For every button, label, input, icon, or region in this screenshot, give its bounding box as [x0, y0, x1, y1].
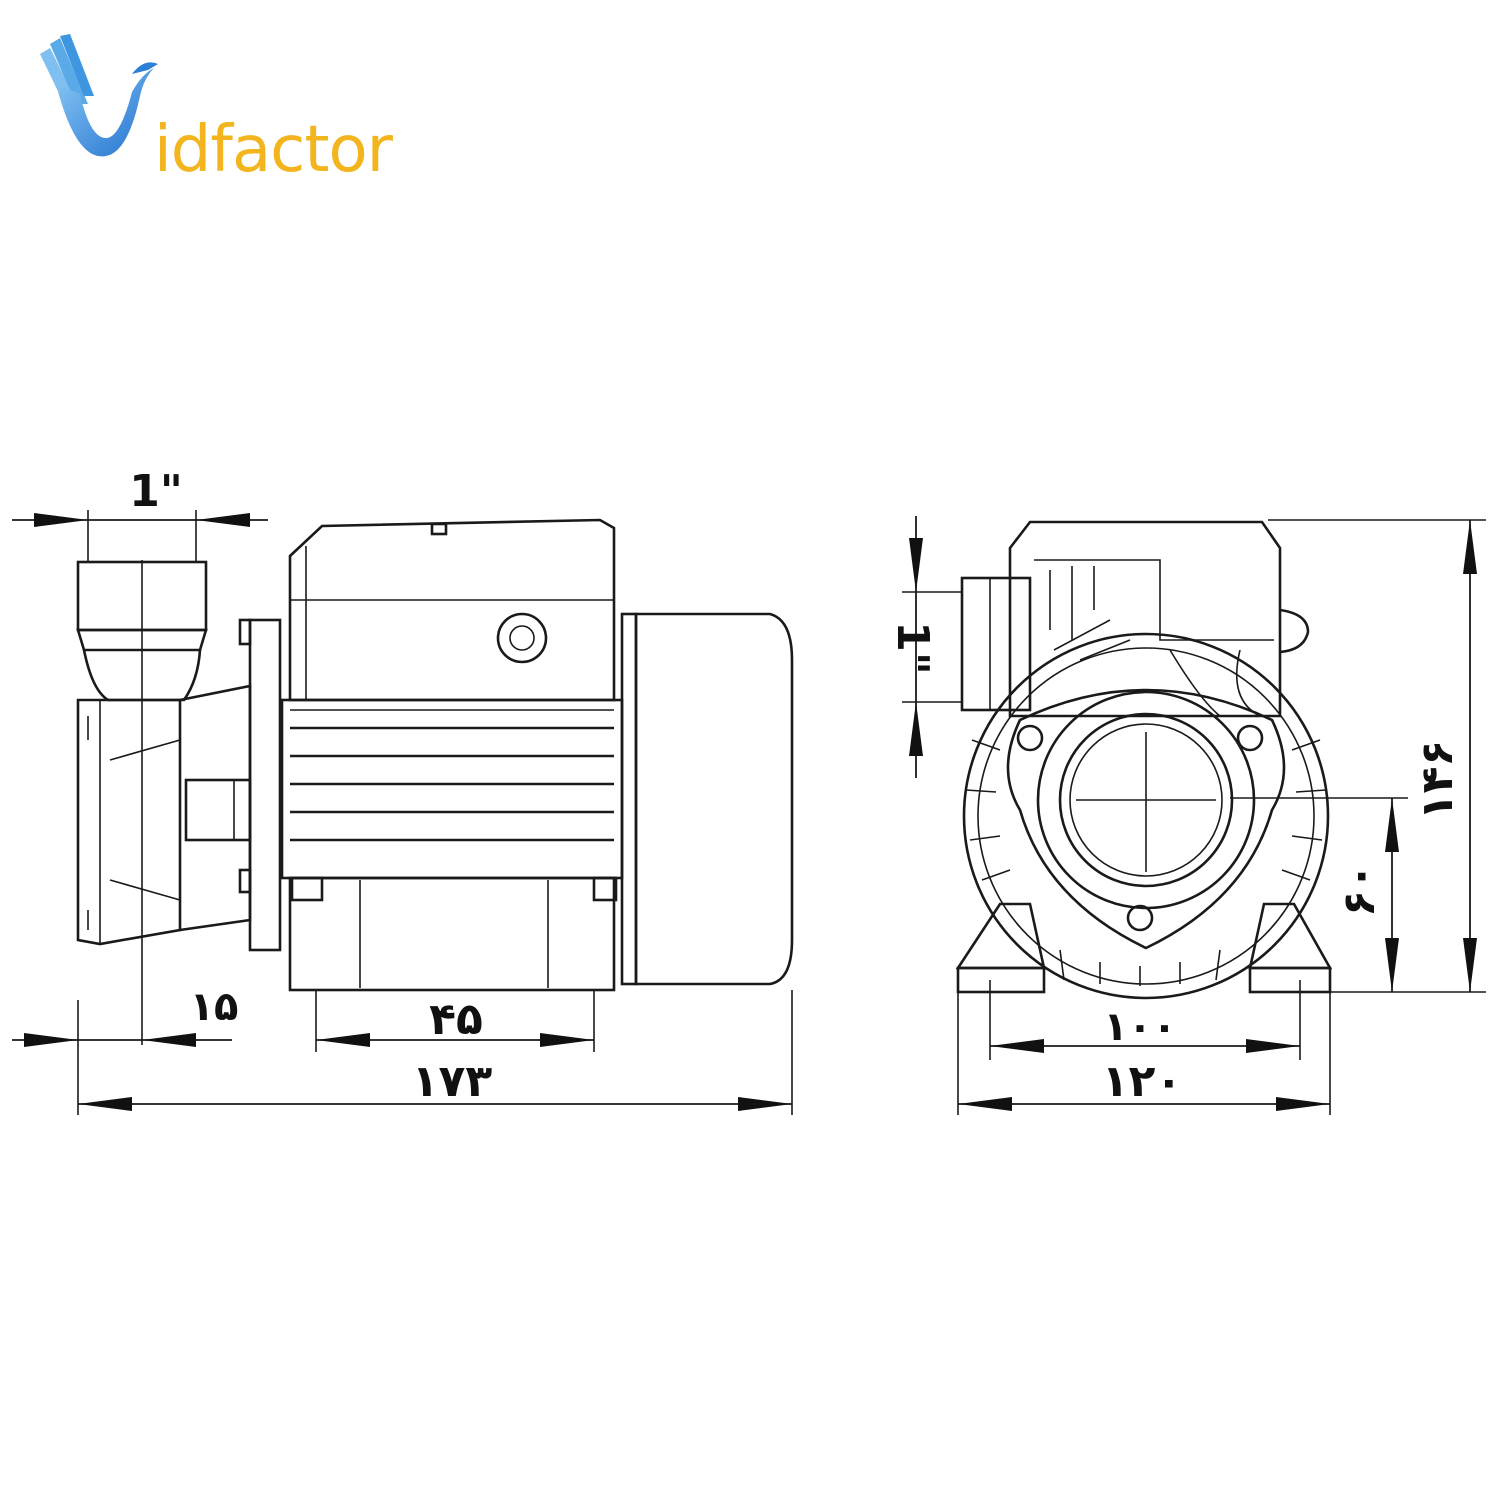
side-flange-label: ۱۵ [190, 984, 239, 1030]
vidfactor-logo: idfactor [36, 34, 393, 182]
front-axis-height-label: ۶۰ [1334, 863, 1385, 917]
front-base-width-label: ۱۲۰ [1102, 1056, 1183, 1107]
side-base-label: ۴۵ [429, 994, 483, 1045]
front-foot-spacing-label: ۱۰۰ [1103, 1004, 1176, 1050]
front-outlet-label: 1" [887, 621, 938, 675]
logo-wordmark: idfactor [154, 113, 393, 187]
logo-v-mark-icon [40, 34, 158, 157]
side-inlet-label: 1" [129, 466, 183, 517]
front-height-label: ۱۴۶ [1412, 740, 1463, 821]
front-view: 1" ۱۴۶ ۶۰ ۱۰۰ [887, 516, 1486, 1115]
side-view: 1" ۱۵ ۴۵ ۱۷۳ [12, 466, 794, 1115]
side-length-label: ۱۷۳ [412, 1056, 493, 1107]
